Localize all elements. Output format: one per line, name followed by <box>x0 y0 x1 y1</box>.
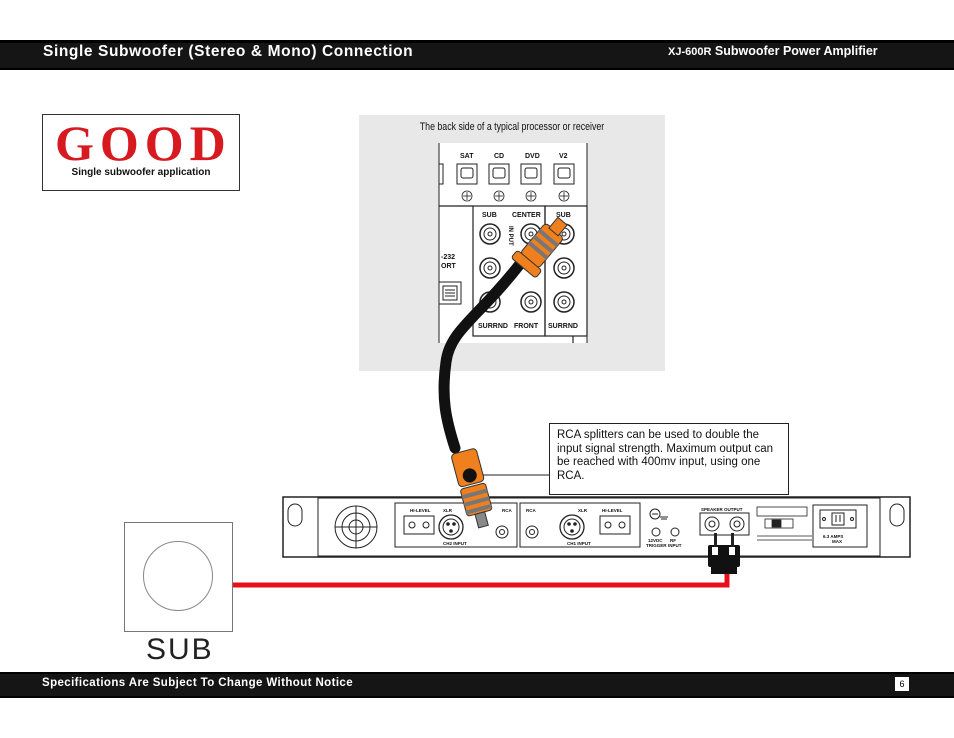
amp-rca-jacks <box>495 525 539 539</box>
label-v2: V2 <box>559 153 568 160</box>
good-badge <box>42 114 240 191</box>
ch1-label-rca: RCA <box>526 508 536 513</box>
rca-cable <box>438 216 568 529</box>
hi-level-terminals <box>403 515 631 535</box>
ch1-input-label: CH1 INPUT <box>567 541 591 546</box>
rca-section-frames <box>439 205 588 343</box>
speaker-output-terminals <box>699 512 750 536</box>
ch1-input-section <box>519 502 641 548</box>
page-title: Single Subwoofer (Stereo & Mono) Connect… <box>43 43 414 60</box>
ch2-input-label: CH2 INPUT <box>443 541 467 546</box>
panel-screws <box>461 190 570 202</box>
receiver-rear-panel: SAT CD DVD V2 SUB CENTER SUB <box>438 143 588 343</box>
page-number: 6 <box>895 677 909 691</box>
ch2-label-hilevel: HI-LEVEL <box>410 508 431 513</box>
label-surrnd-2: SURRND <box>548 323 578 330</box>
fuse-label-1: 6.3 AMPS <box>823 534 843 539</box>
label-input-vertical: IN PUT <box>507 226 513 246</box>
ch2-label-rca: RCA <box>502 508 512 513</box>
rf-input-label: INPUT <box>668 543 682 548</box>
footer-bar <box>0 672 954 696</box>
ch2-input-section <box>394 502 518 548</box>
label-port: ORT <box>441 263 457 270</box>
rf-label: RF <box>670 538 676 543</box>
label-rs232: -232 <box>441 254 455 261</box>
good-word: GOOD <box>55 115 232 171</box>
trigger-label-1: 12VDC <box>648 538 663 543</box>
trigger-label-2: TRIGGER <box>646 543 667 548</box>
product-name: Subwoofer Power Amplifier <box>714 44 878 58</box>
fuse-label-2: MAX <box>832 539 842 544</box>
label-surrnd-1: SURRND <box>478 323 508 330</box>
optical-ports <box>438 163 575 185</box>
callout-text: RCA splitters can be used to double the … <box>557 429 774 482</box>
label-cd: CD <box>494 153 504 160</box>
callout-box <box>549 423 789 495</box>
amplifier-rear-panel: HI-LEVEL XLR RCA CH2 INPUT RCA XLR HI-LE… <box>282 496 911 558</box>
footer-notice: Specifications Are Subject To Change Wit… <box>42 677 354 689</box>
header-bar <box>0 40 954 68</box>
subwoofer-label: SUB <box>146 633 214 666</box>
top-input-labels: SAT CD DVD V2 <box>460 153 568 160</box>
speaker-cable <box>231 533 740 588</box>
label-sub-2: SUB <box>556 212 571 219</box>
receiver-caption: The back side of a typical processor or … <box>419 121 605 133</box>
ch1-label-xlr: XLR <box>578 508 588 513</box>
speaker-output-label: SPEAKER OUTPUT <box>701 507 743 512</box>
voltage-switch <box>756 506 812 541</box>
cooling-fan <box>334 505 378 549</box>
good-caption: Single subwoofer application <box>71 167 211 178</box>
trigger-jacks <box>649 508 680 537</box>
ch1-label-hilevel: HI-LEVEL <box>602 508 623 513</box>
subwoofer-driver <box>143 541 213 611</box>
ch2-label-xlr: XLR <box>443 508 453 513</box>
model-number: XJ-600R <box>668 46 712 58</box>
label-dvd: DVD <box>525 153 540 160</box>
xlr-jacks <box>438 514 585 540</box>
rs232-port <box>438 281 462 305</box>
label-front: FRONT <box>514 323 539 330</box>
product-title: XJ-600R Subwoofer Power Amplifier <box>668 44 878 58</box>
label-center: CENTER <box>512 212 541 219</box>
power-inlet <box>812 504 868 548</box>
label-sub-1: SUB <box>482 212 497 219</box>
label-sat: SAT <box>460 153 474 160</box>
